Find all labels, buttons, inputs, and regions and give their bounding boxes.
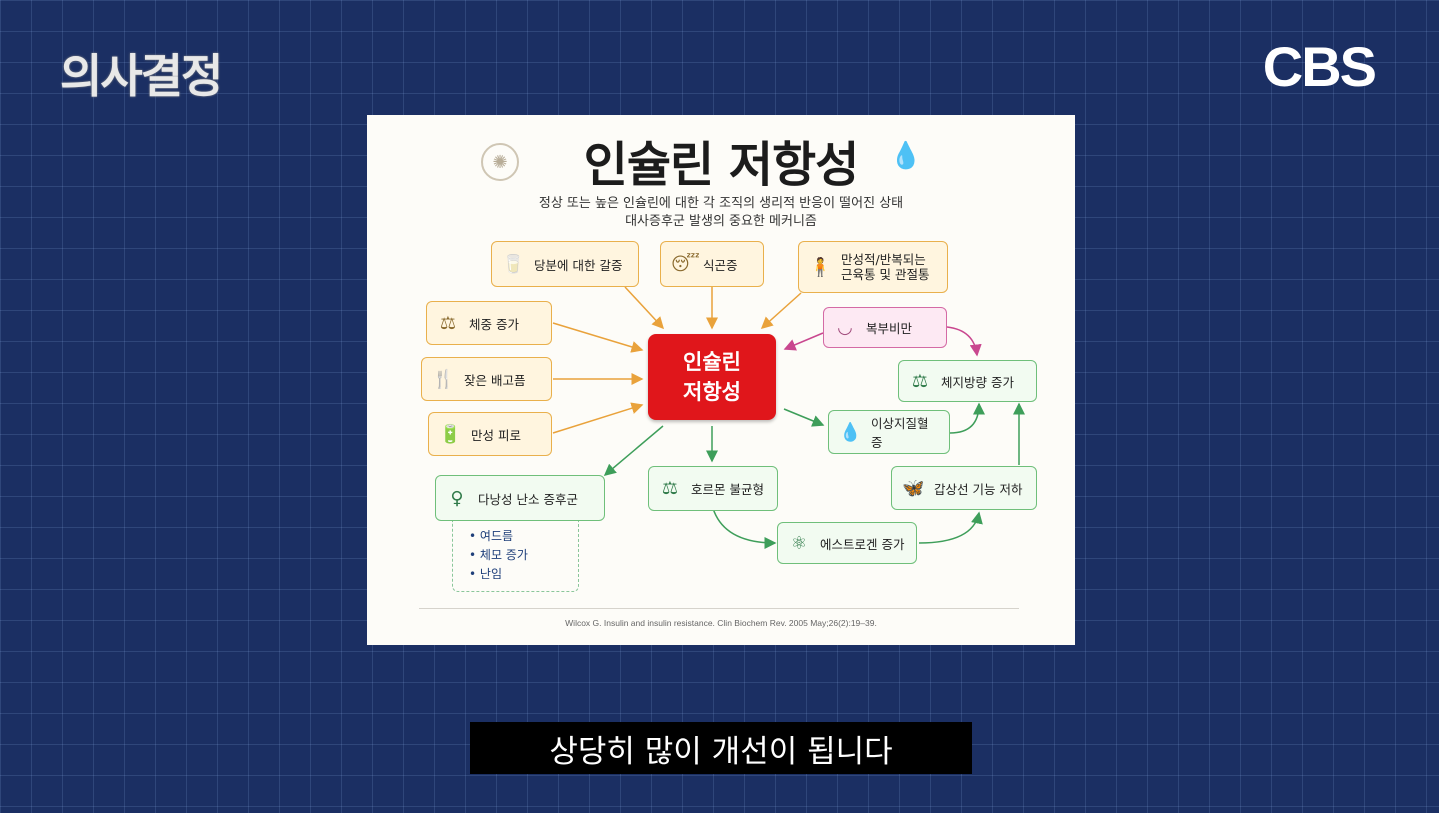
subtitle-line1: 정상 또는 높은 인슐린에 대한 각 조직의 생리적 반응이 떨어진 상태 — [538, 196, 904, 211]
slide-title: 인슐린 저항성 — [583, 137, 860, 193]
show-logo: 의사결정 — [60, 49, 223, 103]
arrow-pain — [760, 292, 802, 330]
arrow-dyslipidemia-to-fat — [949, 402, 985, 434]
battery-icon: 🔋 — [439, 423, 462, 445]
pcos-symptom-list: 여드름 체모 증가 난임 — [452, 521, 579, 592]
channel-logo: CBS — [1262, 35, 1377, 98]
node-weight-gain: ⚖ 체중 증가 — [426, 301, 552, 345]
scale-icon: ⚖ — [439, 312, 457, 334]
node-abdominal-obesity: ◡ 복부비만 — [823, 307, 947, 348]
node-body-fat-increase: ⚖ 체지방량 증가 — [898, 360, 1037, 402]
center-insulin-resistance: 인슐린 저항성 — [648, 334, 776, 420]
sleepy-face-icon: 😴 — [671, 253, 700, 275]
arrow-dyslipidemia — [783, 408, 825, 427]
uterus-icon: ♀ — [450, 487, 464, 509]
arrow-abdominal — [783, 332, 824, 351]
balance-scale-icon: ⚖ — [661, 478, 679, 499]
node-hypothyroidism: 🦋 갑상선 기능 저하 — [891, 466, 1037, 510]
fork-knife-icon: 🍴 — [432, 368, 455, 390]
subtitle-line2: 대사증후군 발생의 중요한 메커니즘 — [625, 214, 817, 229]
arrow-pcos — [603, 425, 664, 476]
connector-arrows — [552, 286, 1025, 549]
node-pcos: ♀ 다낭성 난소 증후군 — [435, 475, 605, 521]
abdomen-icon: ◡ — [837, 317, 853, 338]
cup-icon: 🥛 — [502, 253, 525, 275]
drop-icon: 💧 — [839, 421, 862, 443]
citation: Wilcox G. Insulin and insulin resistance… — [565, 618, 877, 628]
node-frequent-hunger: 🍴 잦은 배고픔 — [421, 357, 552, 401]
virus-icon: ✺ — [481, 143, 519, 181]
drop-icon: 💧 — [889, 141, 923, 171]
thyroid-icon: 🦋 — [902, 477, 925, 499]
arrow-sugar-craving — [624, 286, 665, 330]
arrow-fatigue — [552, 402, 644, 434]
arrow-weight-gain — [552, 322, 644, 353]
list-item: 체모 증가 — [469, 546, 578, 565]
list-item: 난임 — [469, 565, 578, 584]
person-pain-icon: 🧍 — [809, 256, 832, 278]
node-dyslipidemia: 💧 이상지질혈증 — [828, 410, 950, 454]
node-hormone-imbalance: ⚖ 호르몬 불균형 — [648, 466, 778, 511]
arrow-abdominal-to-fat — [946, 326, 982, 357]
arrow-estrogen-to-thyroid — [918, 511, 983, 544]
divider — [419, 608, 1019, 609]
node-drowsiness: 😴 식곤증 — [660, 241, 764, 287]
molecule-icon: ⚛ — [790, 532, 808, 554]
subtitle-caption: 상당히 많이 개선이 됩니다 — [470, 722, 972, 774]
slide: ✺ 💧 인슐린 저항성 정상 또는 높은 인슐린에 대한 각 조직의 생리적 반… — [367, 115, 1075, 645]
list-item: 여드름 — [469, 527, 578, 546]
node-sugar-craving: 🥛 당분에 대한 갈증 — [491, 241, 639, 287]
arrow-hormone-to-estrogen — [711, 504, 777, 549]
node-estrogen-increase: ⚛ 에스트로겐 증가 — [777, 522, 917, 564]
body-scale-icon: ⚖ — [911, 370, 929, 392]
node-chronic-fatigue: 🔋 만성 피로 — [428, 412, 552, 456]
